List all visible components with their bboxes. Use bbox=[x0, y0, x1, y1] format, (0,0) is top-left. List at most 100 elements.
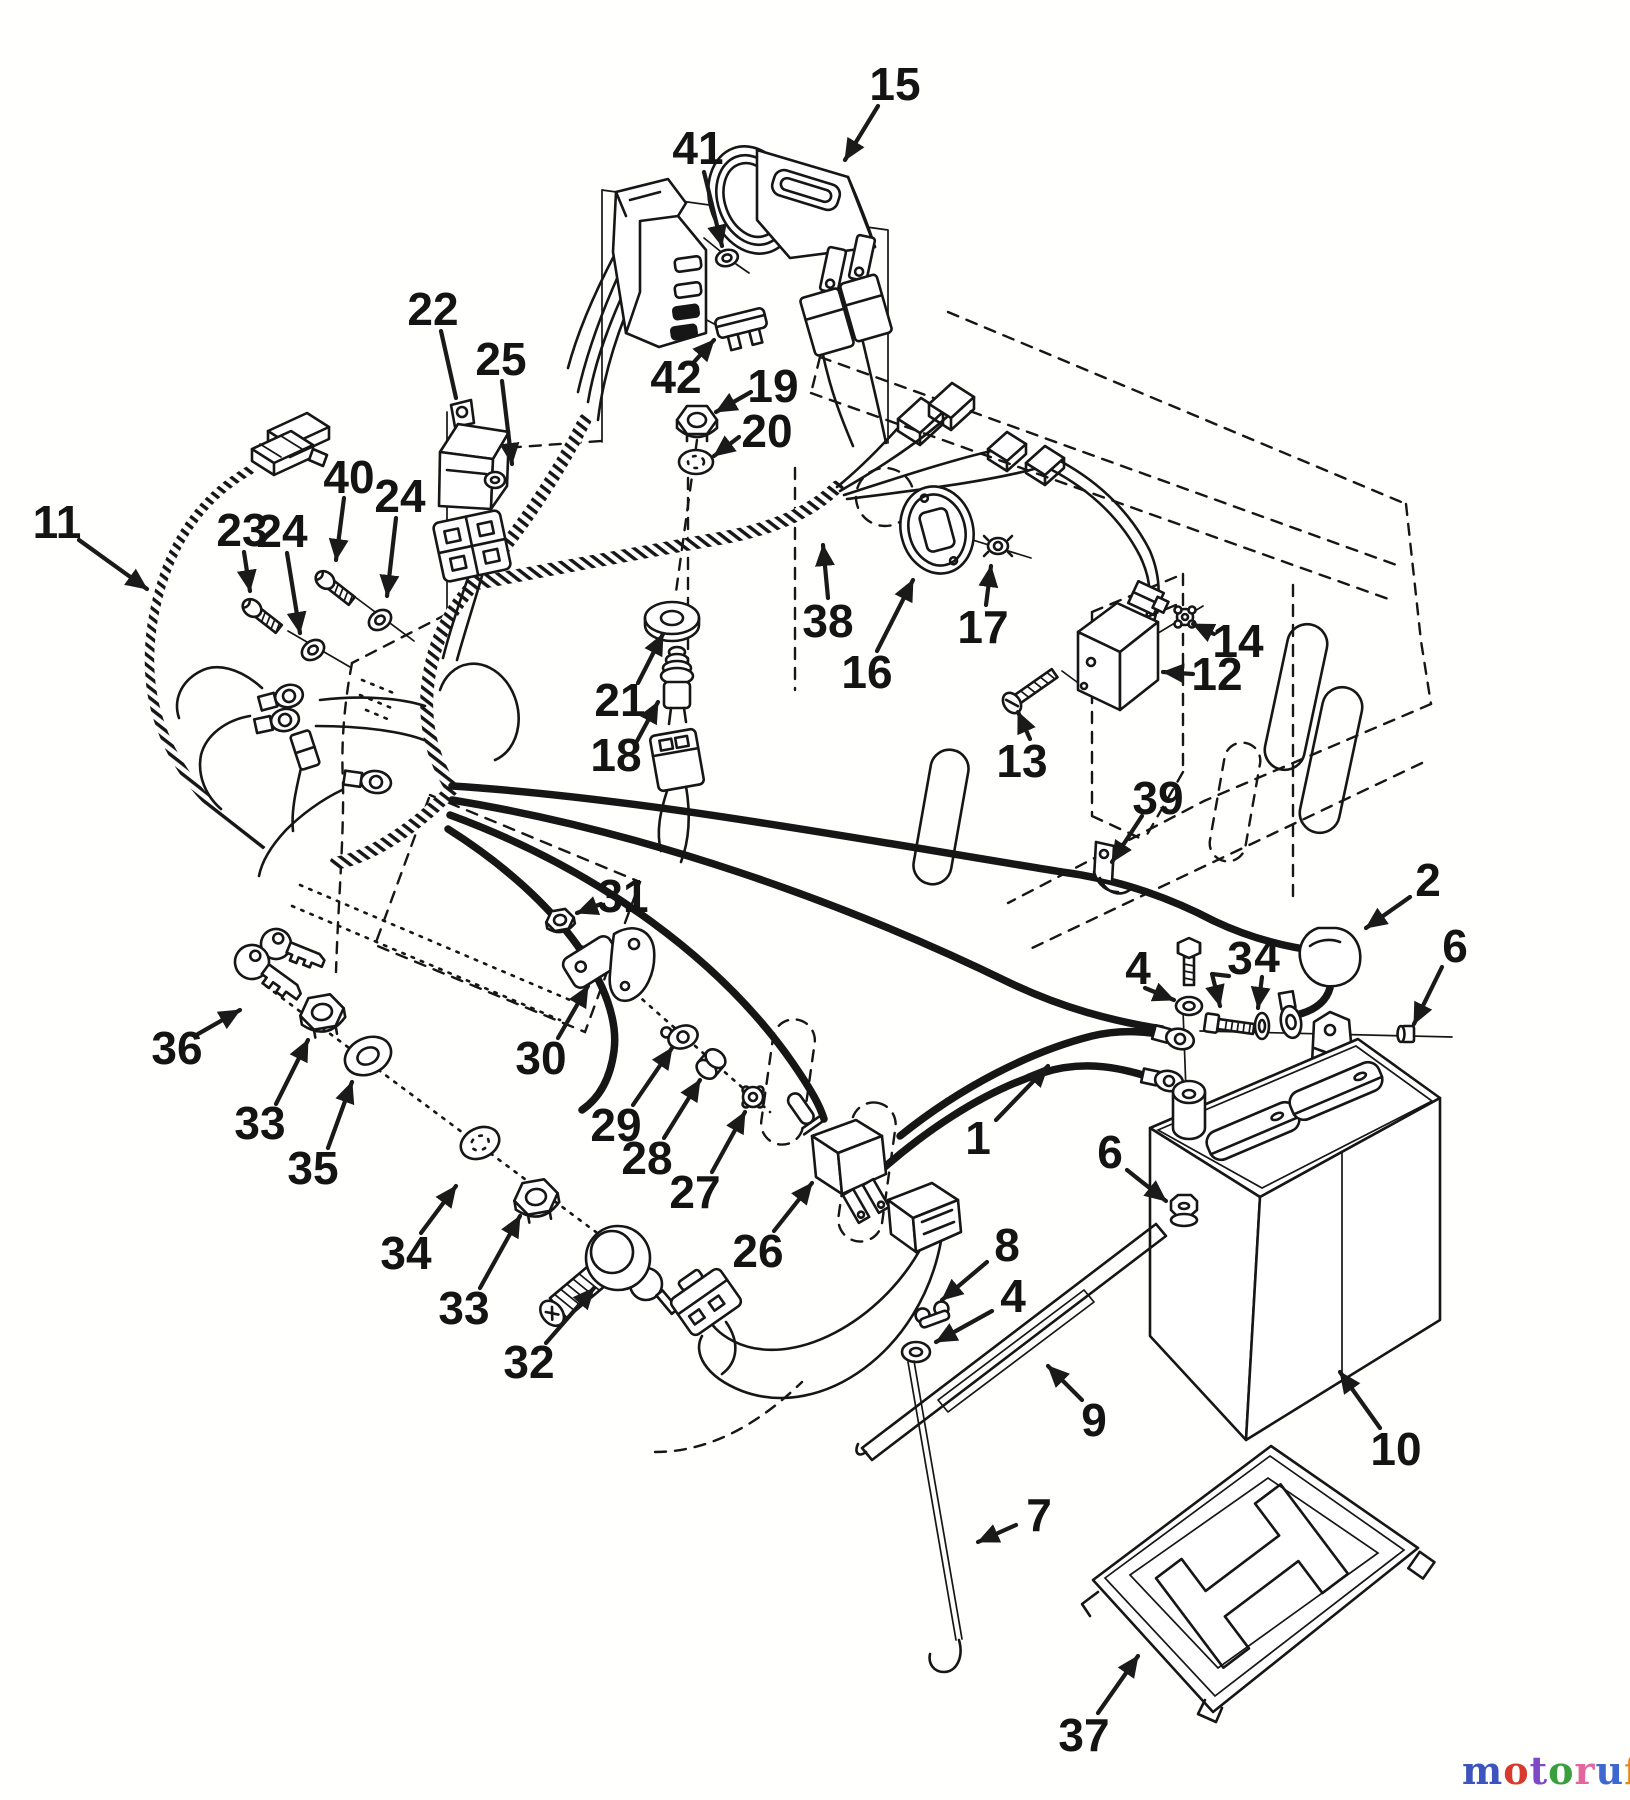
callout-arrow-12 bbox=[1160, 663, 1196, 684]
screw-13 bbox=[1001, 667, 1059, 715]
harness-branch-cable bbox=[444, 825, 619, 1114]
harness-branch-cable bbox=[446, 811, 828, 1123]
callout-13: 13 bbox=[996, 735, 1047, 787]
positive-battery-cable bbox=[448, 782, 1322, 955]
wiring-harness bbox=[144, 237, 1453, 1400]
callout-arrow-37 bbox=[1095, 1653, 1141, 1716]
callout-arrow-22 bbox=[438, 328, 459, 401]
key-switch-32 bbox=[539, 1224, 680, 1328]
callout-arrow-8 bbox=[939, 1259, 990, 1303]
callout-38: 38 bbox=[802, 595, 853, 647]
callout-arrow-21 bbox=[635, 631, 666, 686]
star-washer-20 bbox=[677, 448, 715, 476]
callout-arrow-41 bbox=[701, 169, 727, 249]
callout-41: 41 bbox=[672, 122, 723, 174]
frame-slot bbox=[1263, 622, 1329, 772]
interlock-nut-31 bbox=[544, 907, 577, 934]
callout-arrow-1 bbox=[993, 1063, 1051, 1123]
grommet-21 bbox=[643, 600, 701, 643]
interlock-bracket-30 bbox=[561, 927, 656, 1003]
interlock-plate-hidden bbox=[373, 793, 642, 1034]
watermark-letter: m bbox=[1462, 1748, 1504, 1793]
components bbox=[233, 145, 1442, 1724]
callout-arrow-25 bbox=[499, 378, 520, 467]
ring-terminals-cluster bbox=[252, 683, 393, 795]
callout-arrow-18 bbox=[634, 699, 661, 744]
harness-cable-11 bbox=[144, 465, 266, 850]
callout-25: 25 bbox=[475, 333, 526, 385]
ring-terminal bbox=[1277, 989, 1303, 1040]
callout-arrow-13 bbox=[1015, 709, 1036, 742]
ignition-wires bbox=[820, 336, 888, 448]
callout-arrow-15 bbox=[842, 103, 881, 163]
callout-33: 33 bbox=[234, 1097, 285, 1149]
callout-arrow-6 bbox=[1411, 964, 1445, 1027]
keyswitch-axis bbox=[264, 984, 618, 1249]
washer-29 bbox=[660, 1024, 699, 1050]
callout-arrow-2 bbox=[1363, 894, 1413, 931]
callout-18: 18 bbox=[590, 729, 641, 781]
hold-down-bar-9 bbox=[855, 1222, 1168, 1462]
callout-arrow-23 bbox=[236, 549, 257, 594]
washer-4-bottom bbox=[900, 1340, 932, 1364]
carriage-bolt bbox=[1176, 936, 1202, 987]
callout-arrow-10 bbox=[1337, 1369, 1383, 1431]
callout-arrow-33 bbox=[273, 1037, 311, 1107]
plug-connector bbox=[648, 727, 706, 793]
fuse-block-wires bbox=[566, 250, 627, 422]
callout-arrow-19 bbox=[713, 389, 754, 415]
callout-arrow-17 bbox=[978, 563, 999, 608]
battery-post bbox=[1171, 1079, 1207, 1141]
callout-16: 16 bbox=[841, 646, 892, 698]
callout-arrow-26 bbox=[771, 1180, 815, 1234]
callout-arrow-4-3 bbox=[933, 1308, 995, 1345]
callout-15: 15 bbox=[869, 58, 920, 110]
callout-7: 7 bbox=[1026, 1489, 1052, 1541]
plug-wires bbox=[657, 784, 691, 864]
callout-29: 29 bbox=[590, 1099, 641, 1151]
callout-arrow-24-2 bbox=[379, 515, 400, 599]
nut-27 bbox=[741, 1085, 765, 1109]
callout-arrow-31 bbox=[574, 896, 604, 916]
ground-cable-1 bbox=[896, 1027, 1176, 1140]
control-module-12 bbox=[1076, 601, 1160, 712]
toggle-switch-26 bbox=[786, 1092, 963, 1254]
plug-18 bbox=[659, 645, 695, 726]
callout-arrow-24 bbox=[284, 550, 307, 636]
screw-23 bbox=[241, 597, 284, 635]
keys-36 bbox=[233, 927, 326, 1001]
callout-arrow-38 bbox=[815, 542, 835, 601]
washer-24 bbox=[300, 638, 326, 662]
callout-42: 42 bbox=[650, 351, 701, 403]
callout-arrow-7 bbox=[975, 1522, 1019, 1545]
battery-tray-37 bbox=[1080, 1444, 1436, 1724]
callout-6-2: 6 bbox=[1097, 1126, 1123, 1178]
callout-14: 14 bbox=[1212, 615, 1264, 667]
callout-arrow-3 bbox=[1205, 971, 1232, 1009]
callout-33-2: 33 bbox=[438, 1282, 489, 1334]
screw-3 bbox=[1202, 1012, 1256, 1036]
callout-2: 2 bbox=[1415, 854, 1441, 906]
frame-slot-hidden bbox=[759, 1018, 817, 1146]
callout-9: 9 bbox=[1081, 1394, 1107, 1446]
callout-22: 22 bbox=[407, 283, 458, 335]
callout-arrow-40 bbox=[328, 495, 349, 563]
callout-37: 37 bbox=[1058, 1709, 1109, 1761]
callout-6: 6 bbox=[1442, 920, 1468, 972]
relay bbox=[437, 398, 511, 511]
nut-25 bbox=[483, 470, 507, 490]
callout-arrow-35 bbox=[325, 1079, 355, 1151]
nut-6-right bbox=[1396, 1024, 1416, 1044]
watermark-letter: r bbox=[1574, 1748, 1596, 1793]
callout-arrow-39 bbox=[1109, 813, 1145, 865]
nut-41 bbox=[714, 248, 750, 274]
harness-braid-tail bbox=[329, 782, 459, 870]
callout-arrow-20 bbox=[711, 434, 742, 459]
callout-arrow-29 bbox=[630, 1045, 675, 1108]
callout-arrow-4 bbox=[1142, 982, 1177, 1003]
switch-connector bbox=[669, 1267, 743, 1337]
screw-40 bbox=[314, 569, 357, 607]
frame-outline bbox=[290, 189, 1433, 1454]
